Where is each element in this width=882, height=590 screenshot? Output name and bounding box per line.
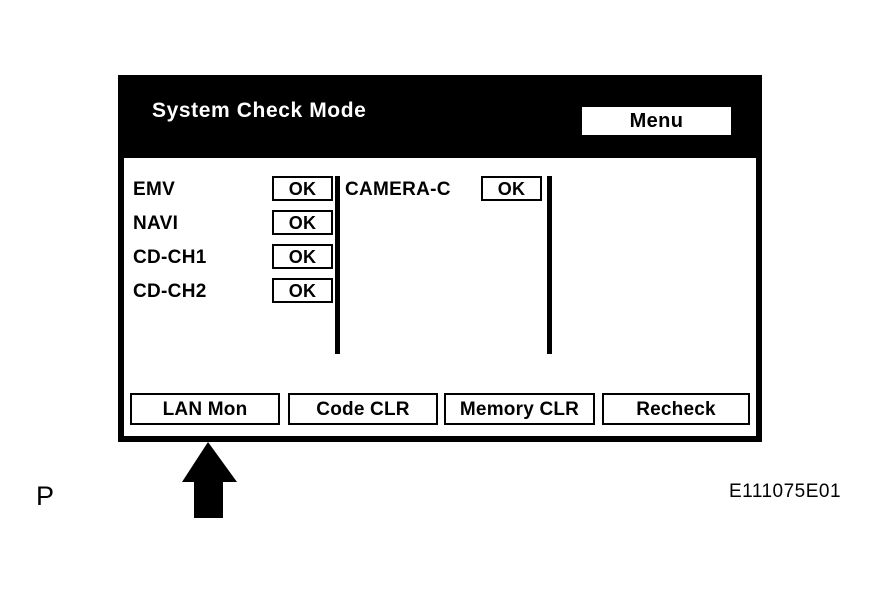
memory-clr-button-label: Memory CLR (459, 398, 580, 420)
status-badge-cd-ch2: OK (272, 278, 333, 303)
memory-clr-button[interactable]: Memory CLR (444, 393, 595, 425)
code-clr-button-label: Code CLR (316, 398, 410, 420)
status-badge-camera-c: OK (481, 176, 542, 201)
up-arrow-icon (182, 442, 237, 518)
check-column-left: EMV OK NAVI OK CD-CH1 OK CD-CH2 (133, 176, 333, 312)
check-column-middle: CAMERA-C OK (345, 176, 545, 210)
figure-code: E111075E01 (729, 481, 842, 502)
lan-mon-button[interactable]: LAN Mon (130, 393, 280, 425)
status-badge-label: OK (497, 178, 526, 199)
column-divider-1 (335, 176, 340, 354)
status-badge-cd-ch1: OK (272, 244, 333, 269)
column-divider-2 (547, 176, 552, 354)
check-row: CD-CH1 OK (133, 244, 333, 278)
recheck-button[interactable]: Recheck (602, 393, 750, 425)
status-badge-label: OK (288, 246, 317, 267)
status-badge-navi: OK (272, 210, 333, 235)
check-row: CAMERA-C OK (345, 176, 545, 210)
figure-letter: P (36, 481, 55, 511)
device-screen-panel: System Check Mode Menu EMV OK NAVI OK (118, 75, 762, 442)
status-badge-label: OK (288, 280, 317, 301)
lan-mon-button-label: LAN Mon (162, 398, 248, 420)
status-badge-label: OK (288, 178, 317, 199)
check-label-camera-c: CAMERA-C (345, 179, 451, 200)
check-label-navi: NAVI (133, 213, 179, 234)
title-bar: System Check Mode Menu (124, 81, 756, 158)
check-label-emv: EMV (133, 179, 176, 200)
status-badge-label: OK (288, 212, 317, 233)
code-clr-button[interactable]: Code CLR (288, 393, 438, 425)
content-area: EMV OK NAVI OK CD-CH1 OK CD-CH2 (124, 158, 756, 436)
menu-button-label: Menu (629, 110, 684, 132)
recheck-button-label: Recheck (636, 398, 716, 420)
check-row: NAVI OK (133, 210, 333, 244)
page-title: System Check Mode (152, 99, 367, 122)
status-badge-emv: OK (272, 176, 333, 201)
check-row: EMV OK (133, 176, 333, 210)
menu-button[interactable]: Menu (580, 105, 733, 137)
check-label-cd-ch1: CD-CH1 (133, 247, 207, 268)
check-label-cd-ch2: CD-CH2 (133, 281, 207, 302)
action-button-row: LAN Mon Code CLR Memory CLR Recheck (124, 393, 756, 425)
check-row: CD-CH2 OK (133, 278, 333, 312)
